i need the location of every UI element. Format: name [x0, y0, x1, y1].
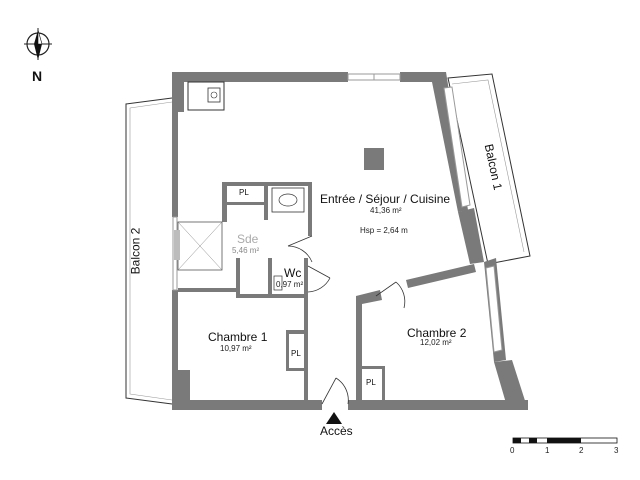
- toilet: [273, 275, 283, 291]
- balcony-1: [447, 73, 531, 265]
- scale-tick-label: 0: [510, 446, 515, 455]
- storage-label: PL: [239, 188, 249, 197]
- balcony-2-label: Balcon 2: [128, 227, 143, 275]
- living-room-name: Entrée / Séjour / Cuisine: [320, 192, 451, 206]
- column: [364, 148, 384, 170]
- chambre-2-area: 12,02 m²: [420, 338, 452, 347]
- balcony-2: [125, 97, 173, 405]
- exterior-walls: [172, 72, 528, 410]
- storage-label: PL: [366, 378, 376, 387]
- access-label: Accès: [320, 424, 353, 438]
- sde-area: 5,46 m²: [232, 246, 260, 255]
- scale-tick-label: 3: [614, 446, 619, 455]
- storage-label: PL: [291, 349, 301, 358]
- ceiling-height: Hsp = 2,64 m: [360, 226, 408, 235]
- scale-bar: [512, 437, 618, 444]
- wc-area: 0,97 m²: [276, 280, 304, 289]
- doors: [287, 235, 406, 405]
- wc-name: Wc: [284, 266, 302, 280]
- access-arrow-icon: [326, 412, 342, 424]
- north-compass-icon: [24, 28, 52, 60]
- kitchen-counter: [187, 81, 225, 111]
- north-label: N: [32, 68, 43, 84]
- scale-tick-label: 1: [545, 446, 550, 455]
- shower: [174, 221, 223, 271]
- chambre-1-area: 10,97 m²: [220, 344, 252, 353]
- interior-walls: [178, 182, 476, 402]
- sde-name: Sde: [237, 232, 259, 246]
- chambre-2-name: Chambre 2: [407, 326, 467, 340]
- living-room-area: 41,36 m²: [370, 206, 402, 215]
- sink: [271, 187, 305, 213]
- scale-tick-label: 2: [579, 446, 584, 455]
- chambre-1-name: Chambre 1: [208, 330, 268, 344]
